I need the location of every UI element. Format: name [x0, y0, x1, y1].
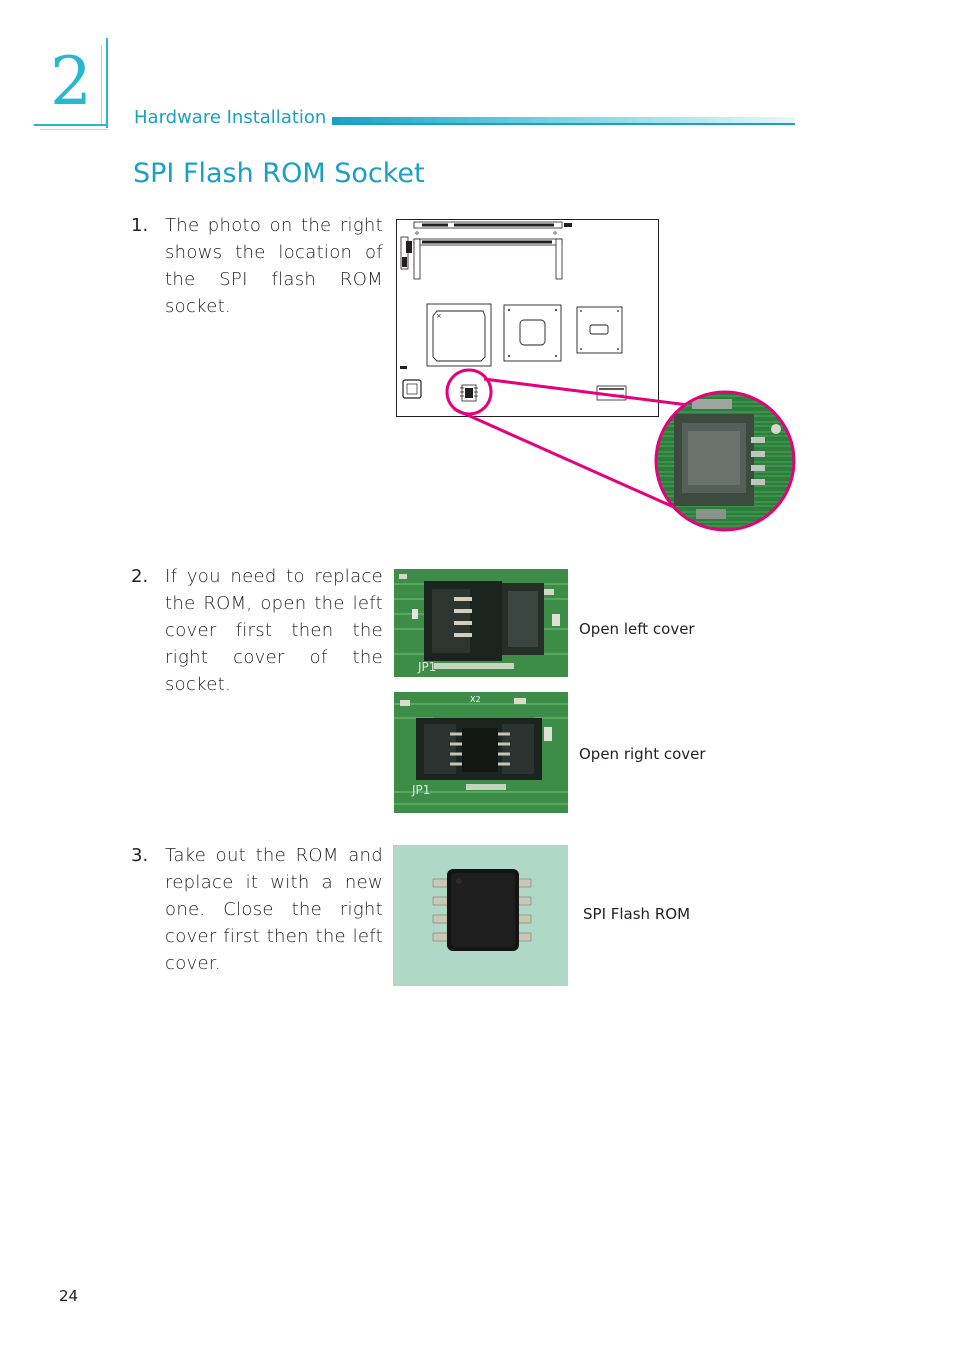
board-location-diagram: × — [396, 219, 796, 532]
chapter-bracket-horizontal — [34, 124, 108, 126]
chapter-bracket-horizontal-shadow — [40, 129, 108, 130]
chapter-number: 2 — [50, 43, 92, 120]
step-text: The photo on the right shows the locatio… — [165, 215, 383, 317]
caption-spi-flash-rom: SPI Flash ROM — [583, 905, 691, 923]
photo-open-right-cover: JP1 X2 — [394, 692, 568, 813]
photo-label-jp1: JP1 — [417, 660, 436, 674]
step-text: Take out the ROM and replace it with a n… — [165, 845, 383, 974]
caption-open-left-cover: Open left cover — [579, 620, 695, 638]
step-number: 2. — [131, 566, 149, 587]
section-label: Hardware Installation — [134, 107, 327, 128]
header-rule — [332, 123, 795, 125]
page-title: SPI Flash ROM Socket — [133, 158, 425, 189]
step-number: 3. — [131, 845, 149, 866]
photo-open-left-cover: JP1 — [394, 569, 568, 677]
header-gradient-bar — [332, 117, 795, 125]
page-number: 24 — [59, 1287, 79, 1305]
step-text: If you need to replace the ROM, open the… — [165, 566, 383, 695]
caption-open-right-cover: Open right cover — [579, 745, 706, 763]
svg-text:×: × — [436, 312, 442, 320]
chapter-bracket-vertical-shadow — [101, 46, 102, 124]
photo-label-jp1: JP1 — [411, 783, 430, 797]
photo-spi-flash-rom — [393, 845, 568, 986]
chapter-bracket-vertical — [106, 38, 108, 128]
photo-label-x2: X2 — [470, 695, 481, 704]
step-number: 1. — [131, 215, 149, 236]
